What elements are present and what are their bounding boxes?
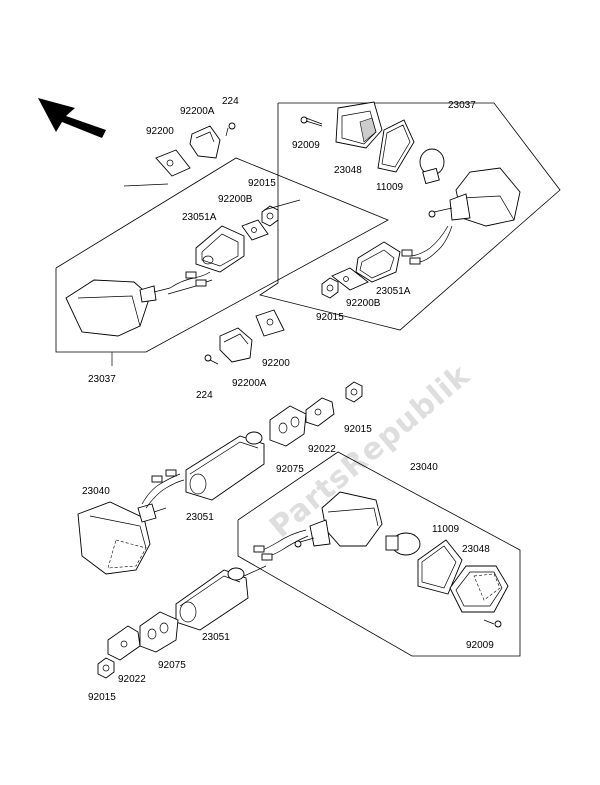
plate-92200B-right [331, 267, 369, 291]
part-label-23037-right: 23037 [448, 100, 476, 111]
part-label-23051A-top: 23051A [182, 212, 217, 223]
plate-92200-top [155, 149, 191, 177]
leader-line-23051-bottom [243, 565, 267, 577]
leader-line-92200-top [123, 183, 169, 187]
front-direction-arrow-icon [38, 98, 106, 138]
part-label-92015-top: 92015 [248, 178, 276, 189]
assembly-box-bottom-right [237, 451, 521, 657]
plate-92200-mid [255, 309, 285, 337]
screw-224-top [225, 122, 236, 137]
part-label-23051-left: 23051 [186, 512, 214, 523]
part-label-23040-right: 23040 [410, 462, 438, 473]
plate-92200B-top [241, 219, 269, 241]
nut-92015-right [321, 277, 339, 299]
part-label-92015-bottom: 92015 [88, 692, 116, 703]
screw-224-mid [204, 354, 219, 365]
plate-92022-bottom [107, 625, 141, 661]
part-label-92015-mid: 92015 [316, 312, 344, 323]
part-label-92200A-top: 92200A [180, 106, 215, 117]
plate-92022-mid [305, 397, 335, 427]
part-label-11009-bottom: 11009 [432, 524, 460, 535]
part-label-92200-mid: 92200 [262, 358, 290, 369]
part-label-23048-top: 23048 [334, 165, 362, 176]
part-label-92075-bottom: 92075 [158, 660, 186, 671]
part-label-23037-left: 23037 [88, 374, 116, 385]
bracket-23051A-right [355, 241, 401, 283]
screw-92009-top [300, 116, 323, 127]
part-label-11009-top: 11009 [376, 182, 404, 193]
part-label-23051-bottom: 23051 [202, 632, 230, 643]
lens-23048-bottom [449, 565, 509, 613]
part-label-224-mid: 224 [196, 390, 213, 401]
part-label-92200-top: 92200 [146, 126, 174, 137]
assembly-box-top-right [259, 102, 561, 331]
housing-23040-right [253, 491, 383, 561]
gasket-11009-top [377, 119, 415, 173]
part-label-92200B-top: 92200B [218, 194, 253, 205]
assembly-box-top-left [55, 157, 389, 353]
part-label-92022-mid: 92022 [308, 444, 336, 455]
housing-23037-right [401, 167, 521, 265]
bracket-23051A-top [195, 225, 245, 273]
screw-92009-bottom [483, 619, 502, 628]
part-label-92200B-mid: 92200B [346, 298, 381, 309]
part-label-92075-mid: 92075 [276, 464, 304, 475]
bracket-23051-bottom [175, 567, 249, 631]
nut-92015-top [261, 205, 279, 227]
clip-92200A-top [189, 125, 221, 159]
nut-92015-bottom [97, 657, 115, 679]
lens-23048-top [335, 101, 383, 149]
leader-line-92015-top [263, 199, 301, 211]
nut-92015-mid [345, 381, 363, 403]
grommet-92075-mid [269, 405, 307, 447]
part-label-92015-mid2: 92015 [344, 424, 372, 435]
grommet-92075-bottom [139, 611, 179, 653]
part-label-224-top: 224 [222, 96, 239, 107]
part-label-92022-bottom: 92022 [118, 674, 146, 685]
clip-92200A-mid [219, 327, 253, 363]
part-label-23051A-right: 23051A [376, 286, 411, 297]
gasket-11009-bottom [417, 539, 463, 595]
part-label-23040-left: 23040 [82, 486, 110, 497]
part-label-92009-top: 92009 [292, 140, 320, 151]
part-label-92009-bottom: 92009 [466, 640, 494, 651]
bulb-top [419, 148, 445, 185]
housing-23037-left [65, 271, 213, 337]
bulb-bottom [385, 532, 421, 556]
housing-23040-left [77, 469, 185, 575]
bracket-23051-left [185, 431, 265, 501]
part-label-92200A-mid: 92200A [232, 378, 267, 389]
part-label-23048-bottom: 23048 [462, 544, 490, 555]
